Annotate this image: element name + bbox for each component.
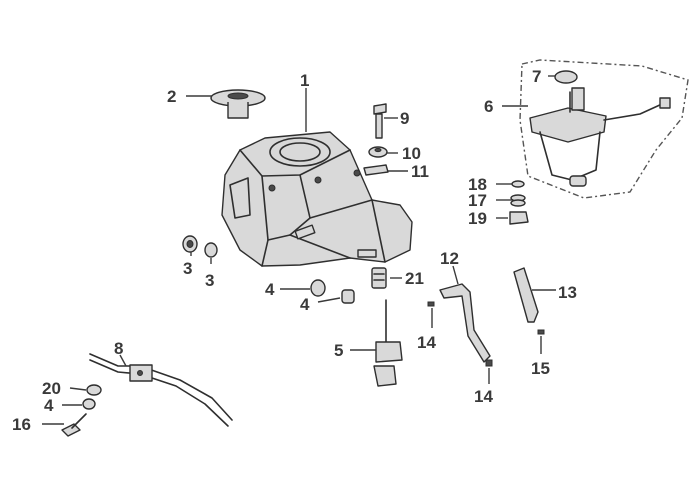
bolt-16 bbox=[61, 413, 87, 437]
fuel-tank bbox=[221, 131, 413, 267]
callout-7: 7 bbox=[532, 67, 541, 86]
o-ring-17 bbox=[510, 194, 526, 207]
spring-18 bbox=[511, 180, 525, 188]
fuel-pump-assembly bbox=[519, 59, 689, 199]
clip-11 bbox=[363, 164, 389, 176]
callout-4-lower: 4 bbox=[300, 295, 310, 314]
callout-9: 9 bbox=[400, 109, 409, 128]
callout-17: 17 bbox=[468, 191, 487, 210]
callout-14-upper: 14 bbox=[417, 333, 436, 352]
pad-21 bbox=[371, 267, 387, 289]
callout-21: 21 bbox=[405, 269, 424, 288]
callout-3-right: 3 bbox=[205, 271, 214, 290]
callout-6: 6 bbox=[484, 97, 493, 116]
hose-clamp-15 bbox=[537, 329, 545, 335]
tank-bracket-8 bbox=[89, 353, 233, 427]
callouts: 1 2 9 10 11 6 7 18 17 19 3 3 4 4 21 5 12… bbox=[12, 67, 577, 434]
callout-13: 13 bbox=[558, 283, 577, 302]
bolt-9 bbox=[373, 103, 387, 139]
grommet-3-left bbox=[182, 235, 198, 253]
leader-lines bbox=[42, 75, 556, 425]
callout-2: 2 bbox=[167, 87, 176, 106]
grommet-4-upper bbox=[310, 279, 326, 297]
callout-11: 11 bbox=[411, 162, 429, 181]
callout-5: 5 bbox=[334, 341, 343, 360]
callout-8: 8 bbox=[114, 339, 123, 358]
callout-15: 15 bbox=[531, 359, 550, 378]
washer-20 bbox=[86, 384, 102, 396]
callout-1: 1 bbox=[300, 71, 309, 90]
grommet-4-bracket bbox=[82, 398, 96, 410]
hose-clamp-14-lower bbox=[485, 359, 493, 367]
breather-hose-13 bbox=[513, 267, 539, 323]
callout-3-left: 3 bbox=[183, 259, 192, 278]
nut-19 bbox=[509, 211, 529, 225]
callout-12: 12 bbox=[440, 249, 459, 268]
callout-10: 10 bbox=[402, 144, 421, 163]
callout-4-bracket: 4 bbox=[44, 396, 54, 415]
fuel-cap bbox=[210, 89, 266, 119]
hose-clamp-14-upper bbox=[427, 301, 435, 307]
callout-16: 16 bbox=[12, 415, 31, 434]
callout-14-lower: 14 bbox=[474, 387, 493, 406]
rubber-washer-10 bbox=[368, 146, 388, 158]
callout-20: 20 bbox=[42, 379, 61, 398]
callout-4-upper: 4 bbox=[265, 280, 275, 299]
fuel-hose-12 bbox=[439, 283, 491, 363]
callout-19: 19 bbox=[468, 209, 487, 228]
fuel-valve-5 bbox=[373, 299, 403, 387]
callout-18: 18 bbox=[468, 175, 487, 194]
grommet-3-right bbox=[204, 242, 218, 258]
grommet-4-lower bbox=[341, 289, 355, 304]
